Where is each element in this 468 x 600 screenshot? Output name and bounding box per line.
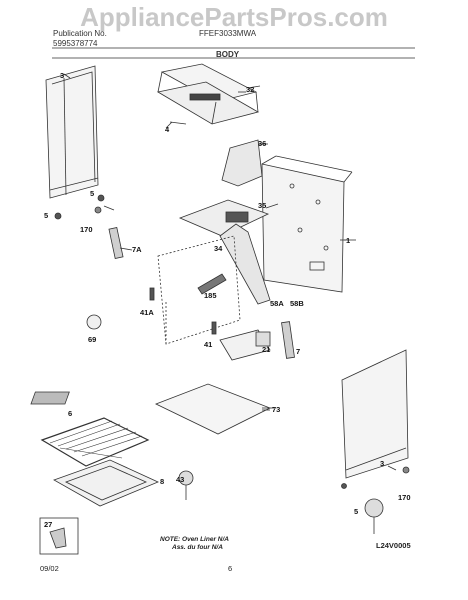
label-5-right: 5 (354, 507, 358, 516)
label-4: 4 (165, 125, 170, 134)
oven-cavity-outline (157, 235, 241, 345)
label-41a: 41A (140, 308, 154, 317)
label-58a: 58A (270, 299, 284, 308)
label-5-6: 5 (44, 211, 48, 220)
part-27-box (39, 517, 79, 555)
watermark: AppliancePartsPros.com (80, 2, 388, 32)
note-line-1: NOTE: Oven Liner N/A (160, 536, 229, 543)
label-73: 73 (272, 405, 280, 414)
footer-date: 09/02 (40, 564, 59, 573)
publication-label: Publication No. (53, 29, 107, 38)
burner-assembly (178, 199, 270, 237)
hinge-left (108, 227, 124, 259)
label-6: 6 (68, 409, 72, 418)
label-1: 1 (346, 236, 350, 245)
hinge-right (281, 321, 295, 359)
label-27: 27 (44, 520, 52, 529)
oven-bottom (154, 383, 271, 435)
section-title: BODY (216, 50, 240, 59)
label-3-right: 3 (380, 459, 384, 468)
model-number: FFEF3033MWA (199, 29, 257, 38)
label-7: 7 (296, 347, 300, 356)
label-43: 43 (176, 475, 184, 484)
label-5-left: 5 (90, 189, 94, 198)
knob (86, 314, 102, 330)
label-69: 69 (88, 335, 96, 344)
label-8: 8 (160, 477, 164, 486)
label-7a: 7A (132, 245, 142, 254)
label-32: 32 (246, 85, 254, 94)
side-panel-right (341, 349, 409, 479)
label-3-left: 3 (60, 71, 64, 80)
note-line-2: Ass. du four N/A (172, 544, 223, 551)
flue (221, 139, 263, 187)
label-170-right: 170 (398, 493, 411, 502)
publication-number: 5995378774 (53, 39, 98, 48)
label-35: 35 (258, 201, 266, 210)
side-panel-left (45, 65, 99, 199)
oven-rack (40, 417, 150, 467)
rear-panel (261, 163, 345, 293)
label-34: 34 (214, 244, 223, 253)
ignitor (197, 273, 227, 295)
label-185: 185 (204, 291, 217, 300)
label-36: 36 (258, 139, 266, 148)
label-170-left: 170 (80, 225, 93, 234)
label-58b: 58B (290, 299, 304, 308)
label-41: 41 (204, 340, 212, 349)
footer-page: 6 (228, 564, 233, 573)
oven-bottom-pan (53, 459, 160, 507)
label-21: 21 (262, 345, 270, 354)
diagram-code: L24V0005 (376, 541, 411, 550)
